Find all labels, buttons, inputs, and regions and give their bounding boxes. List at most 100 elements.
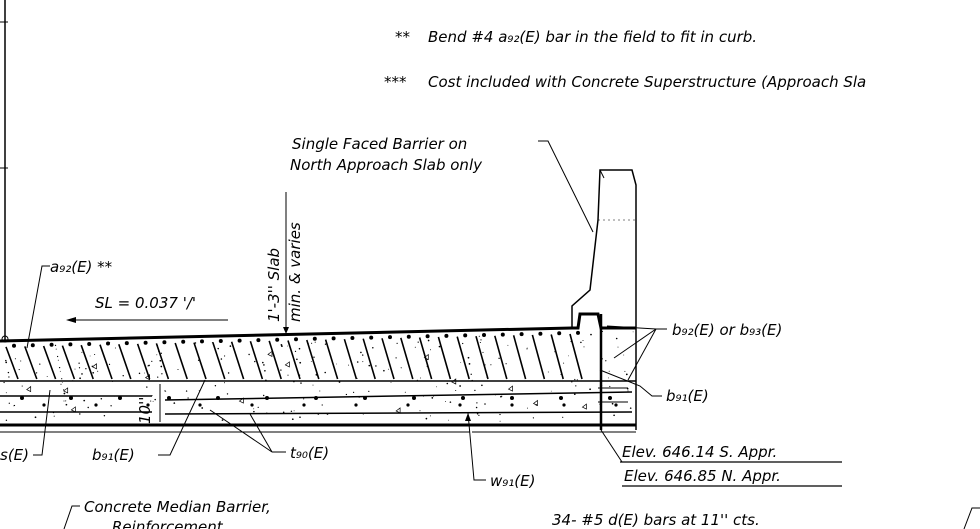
rebar-dot [425,334,430,339]
stipple-dot [590,333,592,336]
stipple-dot [85,368,87,370]
rebar-dot [350,336,355,340]
stipple-dot [46,376,48,378]
stipple-dot [316,374,318,376]
stipple-dot [214,385,217,387]
stipple-dot [67,411,69,413]
stipple-dot [611,402,614,405]
stipple-dot [14,358,16,360]
stipple-dot [194,342,197,344]
stipple-dot [570,340,572,343]
stipple-dot [467,356,470,359]
stipple-dot [65,403,68,406]
rebar-dot [363,396,367,400]
stipple-dot [476,413,479,415]
note-bend-text: Bend #4 a₉₂(E) bar in the field to fit i… [428,28,757,46]
stipple-dot [460,362,462,363]
stipple-dot [326,413,329,415]
aggregate-triangle [395,407,401,414]
aggregate-triangle [238,397,244,404]
rebar-dots [12,330,618,407]
b91-bottom-callout: b₉₁(E) [92,379,206,464]
stirrup-bar [136,343,151,380]
stipple-dot [79,377,81,380]
stipple-dot [197,359,200,361]
stipple-dot [623,354,625,356]
t90-label: t₉₀(E) [290,444,329,462]
rebar-dot [444,333,449,338]
stipple-dot [324,343,327,345]
stirrup-bar [343,338,358,380]
stipple-dot [573,393,576,396]
stipple-dot [307,343,309,345]
stirrup-bar [381,338,395,380]
stirrup-bar [494,335,508,380]
rebar-dot [265,396,269,400]
stipple-dot [571,381,573,383]
stipple-dot [156,354,158,356]
stirrup-bar [24,346,38,380]
stipple-dot [229,345,232,347]
stipple-dot [419,410,421,412]
stipple-dot [13,404,16,407]
stipple-dot [81,373,83,375]
b91-right-callout: b₉₁(E) [599,369,709,405]
stirrup-bar [287,340,301,380]
stipple-dot [484,364,486,366]
stipple-dot [626,387,629,390]
stirrup-bar [174,342,188,380]
stipple-dot [310,360,312,362]
stipple-dot [311,342,313,344]
stipple-dot [53,415,55,417]
stipple-dot [161,373,163,375]
stipple-dot [432,396,434,398]
stipple-dot [580,341,582,344]
stipple-dot [507,344,509,346]
stipple-dot [147,365,149,367]
stipple-dot [108,341,111,344]
stipple-dot [560,373,562,376]
note-cost-text: Cost included with Concrete Superstructu… [428,73,866,91]
stipple-dot [609,385,611,388]
stirrup-bar [531,334,546,380]
stipple-dot [21,385,23,387]
stipple-dot [425,417,428,420]
rebar-dot [461,396,465,400]
rebar-dot [256,338,261,343]
median-label-line2: Reinforcement [112,518,224,529]
stipple-dot [74,368,76,370]
rebar-dot [557,331,562,336]
rebar-dot [482,333,486,337]
stipple-dot [148,364,150,367]
stipple-dot [317,413,320,415]
stirrup-bar [550,334,564,380]
stipple-dot [358,396,360,398]
stipple-dot [54,344,57,347]
rebar-dot [30,343,35,348]
stipple-dot [114,347,116,349]
stipple-dot [226,393,229,395]
diagonal-stirrup-bars [5,333,583,380]
stipple-dot [356,377,358,379]
stipple-dot [429,415,431,417]
rebar-dot [250,403,254,407]
stipple-dot [312,384,314,386]
rebar-dot [69,396,73,400]
stipple-dot [468,363,471,365]
stipple-dot [265,379,267,382]
stipple-dot [526,407,528,409]
stipple-dot [253,408,255,410]
aggregate-triangle [581,403,587,410]
rebar-dot [331,336,336,341]
aggregate-triangle [284,361,290,368]
stipple-dot [474,389,476,392]
stipple-dot [254,360,256,363]
stipple-dot [455,389,457,392]
stipple-dot [5,419,8,422]
stipple-dot [122,375,124,377]
stipple-dot [362,361,364,363]
stipple-dot [615,337,618,340]
stipple-dot [629,407,632,409]
stipple-dot [362,354,364,356]
stirrup-bar [80,344,94,380]
